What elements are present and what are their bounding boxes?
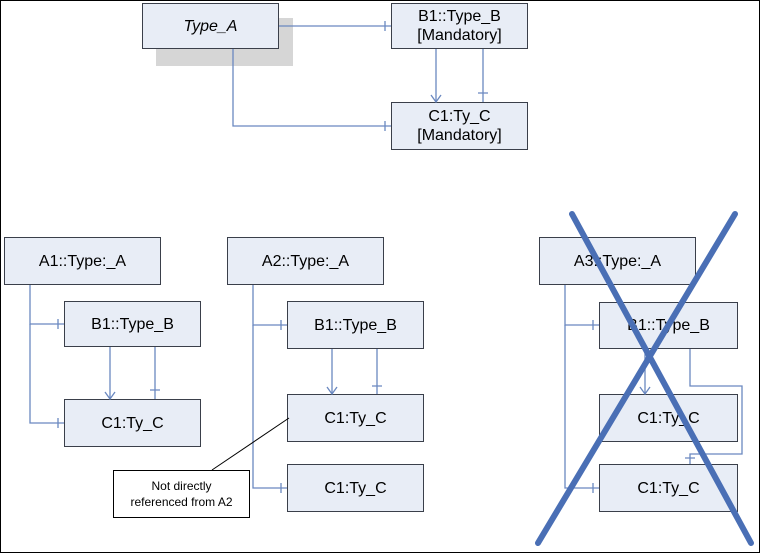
- top-b1-label: B1::Type_B: [418, 8, 501, 25]
- a2-type-a-box[interactable]: A2::Type:_A: [227, 237, 384, 285]
- top-a-to-c1-link: [232, 49, 391, 131]
- a1-c1-to-b1-link: [150, 347, 160, 399]
- a3-b1-to-c1-arrow: [639, 349, 651, 396]
- type-a-box[interactable]: Type_A: [142, 3, 279, 49]
- a2-note-line1: Not directly: [151, 479, 212, 493]
- a1-b1-to-c1-arrow: [104, 347, 116, 401]
- top-a-to-b1-link: [279, 21, 391, 31]
- a2-note-callout: Not directly referenced from A2: [113, 470, 250, 518]
- a2-b1-box[interactable]: B1::Type_B: [287, 301, 424, 349]
- a1-a-to-b1-link: [29, 285, 64, 329]
- top-c1-box[interactable]: C1:Ty_C [Mandatory]: [391, 102, 528, 150]
- a1-a-to-c1-link: [29, 324, 64, 428]
- a2-c1-to-b1-link: [372, 349, 382, 394]
- a2-c1-lower-box[interactable]: C1:Ty_C: [287, 464, 424, 512]
- a2-title: A2::Type:_A: [261, 252, 350, 270]
- cross-mark-right: [535, 211, 738, 546]
- top-b1-mandatory: [Mandatory]: [417, 27, 502, 44]
- cross-mark-left: [569, 211, 754, 546]
- a1-c1-label: C1:Ty_C: [101, 414, 164, 432]
- a2-a-to-b1-link: [252, 285, 287, 330]
- top-b1-box[interactable]: B1::Type_B [Mandatory]: [391, 3, 528, 49]
- a2-b1-to-c1-arrow: [326, 349, 338, 396]
- a2-c1-lower-label: C1:Ty_C: [324, 479, 387, 497]
- a1-b1-label: B1::Type_B: [91, 315, 174, 333]
- a3-a-to-c1-lower-link: [564, 325, 599, 493]
- a2-c1-upper-box[interactable]: C1:Ty_C: [287, 394, 424, 442]
- a3-a-to-b1-link: [564, 285, 599, 330]
- top-b1-to-c1-arrow: [430, 49, 442, 104]
- top-c1-label: C1:Ty_C: [428, 108, 491, 125]
- type-a-label: Type_A: [183, 17, 238, 35]
- a3-c1-lower-label: C1:Ty_C: [637, 479, 700, 497]
- a2-a-to-c1-lower-link: [252, 325, 287, 493]
- a3-b1-to-c1-lower-link: [685, 349, 743, 464]
- a1-b1-box[interactable]: B1::Type_B: [64, 301, 201, 347]
- top-c1-to-b1-link: [478, 49, 488, 102]
- top-c1-mandatory: [Mandatory]: [417, 127, 502, 144]
- a2-note-pointer: [211, 417, 290, 471]
- a2-note-line2: referenced from A2: [130, 495, 233, 509]
- a1-type-a-box[interactable]: A1::Type:_A: [4, 237, 161, 285]
- a2-b1-label: B1::Type_B: [314, 316, 397, 334]
- a2-c1-upper-label: C1:Ty_C: [324, 409, 387, 427]
- a1-c1-box[interactable]: C1:Ty_C: [64, 399, 201, 447]
- a1-title: A1::Type:_A: [38, 252, 127, 270]
